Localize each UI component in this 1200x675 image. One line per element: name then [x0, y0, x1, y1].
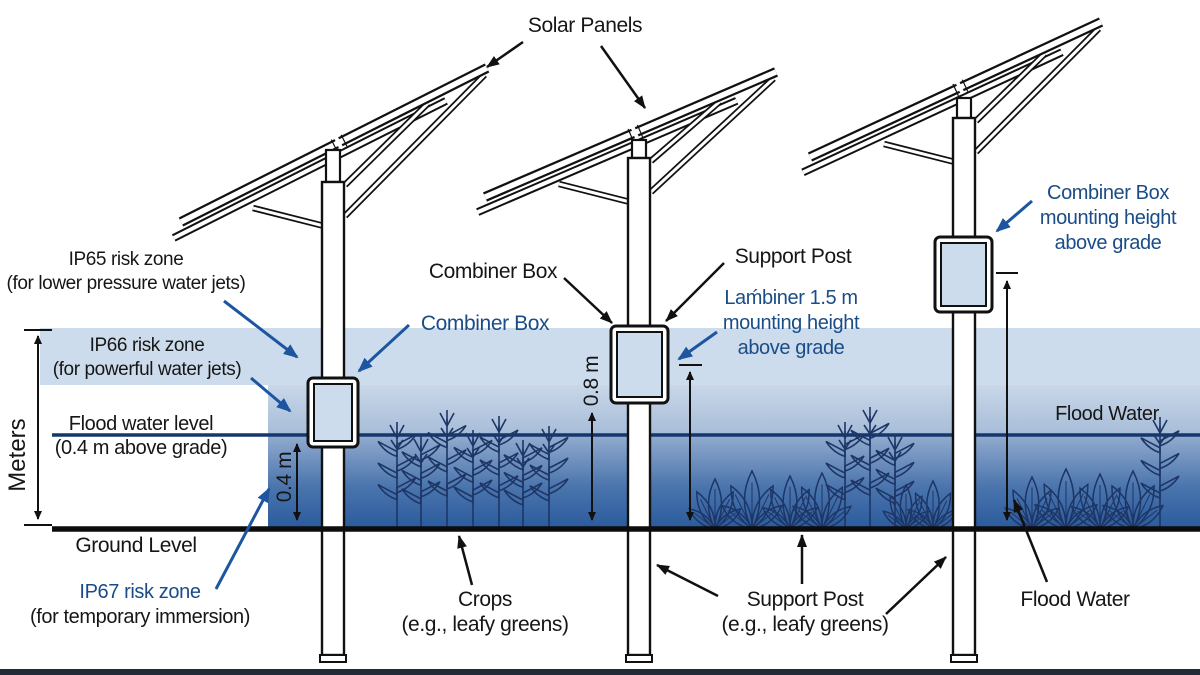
- support-post-top-label: Support Post: [734, 245, 852, 268]
- leafy-green-plant: [1070, 472, 1130, 531]
- crops-label: Crops (e.g., leafy greens): [383, 587, 587, 637]
- combiner-mounting-line2: mounting height: [1039, 207, 1177, 229]
- arrow-combiner-mid: [563, 277, 613, 324]
- post-neck: [955, 96, 973, 120]
- dimension-arrows: [24, 272, 1018, 526]
- post-base: [319, 654, 347, 663]
- combiner-mounting-line1: Combiner Box: [1047, 182, 1169, 204]
- corn-plant: [479, 416, 519, 529]
- combiner-box-inner: [313, 383, 353, 442]
- ground-level-label: Ground Level: [75, 534, 197, 557]
- corn-plant: [1140, 417, 1180, 529]
- leafy-green-plant: [720, 469, 784, 531]
- lambiner-label: Laḿbiner 1.5 m mounting height above gra…: [698, 286, 884, 361]
- ip66-line1: IP66 risk zone: [89, 335, 205, 356]
- leafy-green-plant: [687, 477, 743, 531]
- arrow-post3-bottom: [885, 556, 947, 615]
- lambiner-line3: above grade: [737, 337, 845, 359]
- arrow-solar-left: [486, 40, 524, 69]
- post-neck: [324, 148, 342, 184]
- combiner-box-left-label: Combiner Box: [420, 312, 550, 335]
- blue-callout-arrows: [214, 199, 1033, 590]
- flood-level-label: Flood water level (0.4 m above grade): [20, 412, 262, 460]
- corn-plant: [875, 434, 915, 529]
- solar-panels-label: Solar Panels: [527, 14, 643, 37]
- lambiner-line2: mounting height: [722, 312, 860, 334]
- support-post-bottom-label: Support Post (e.g., leafy greens): [703, 587, 907, 637]
- post-neck: [630, 138, 648, 160]
- ip65-line2: (for lower pressure water jets): [6, 273, 246, 294]
- arrow-combiner-mounting: [995, 199, 1033, 233]
- corn-plant: [427, 410, 467, 529]
- arrow-ip67: [214, 487, 271, 590]
- arrow-post2-bottom: [656, 563, 719, 598]
- support-post-bottom-line2: (e.g., leafy greens): [721, 613, 889, 636]
- leafy-green-plant: [761, 474, 819, 531]
- corn-plant: [503, 440, 543, 529]
- ip66-line2: (for powerful water jets): [52, 359, 242, 380]
- dim-08-label: 0.8 m: [580, 355, 603, 407]
- ip67-label: IP67 risk zone (for temporary immersion): [7, 580, 273, 630]
- combiner-box-mid-label: Combiner Box: [428, 260, 558, 283]
- combiner-mounting-label: Combiner Box mounting height above grade: [1015, 181, 1200, 256]
- arrow-ip65: [223, 299, 299, 359]
- ip65-line1: IP65 risk zone: [68, 249, 184, 270]
- flood-level-line2: (0.4 m above grade): [54, 437, 228, 459]
- combiner-box-inner: [940, 242, 987, 307]
- crops-line1: Crops: [457, 588, 513, 611]
- arrow-solar-mid: [599, 45, 647, 109]
- ip65-label: IP65 risk zone (for lower pressure water…: [0, 248, 252, 296]
- dim-04-label: 0.4 m: [273, 451, 296, 503]
- leafy-green-plant: [791, 471, 853, 531]
- structures-layer: [171, 17, 1104, 663]
- ip67-line2: (for temporary immersion): [29, 606, 251, 628]
- support-post: [951, 116, 977, 657]
- bottom-bar: [0, 669, 1200, 675]
- support-post-bottom-line1: Support Post: [746, 588, 864, 611]
- support-post: [626, 156, 652, 657]
- flood-water-bottom-label: Flood Water: [1020, 588, 1130, 611]
- leafy-green-plant: [1101, 469, 1165, 531]
- post-base: [950, 654, 978, 663]
- arrow-support-post-top: [665, 262, 725, 322]
- ip66-label: IP66 risk zone (for powerful water jets): [26, 334, 268, 382]
- ip67-line1: IP67 risk zone: [79, 581, 201, 603]
- flood-water-right-label: Flood Water: [1055, 403, 1159, 425]
- arrow-flood-bottom: [1012, 499, 1049, 583]
- crops-line2: (e.g., leafy greens): [401, 613, 569, 636]
- post-base: [625, 654, 653, 663]
- meters-axis-label: Meters: [4, 418, 31, 492]
- corn-plant: [529, 426, 569, 529]
- arrow-ip66: [250, 376, 292, 413]
- flood-level-line1: Flood water level: [68, 413, 214, 435]
- combiner-mounting-line3: above grade: [1054, 232, 1162, 254]
- arrow-combiner-left: [357, 323, 411, 373]
- combiner-box-inner: [616, 331, 663, 398]
- corn-plant: [850, 407, 890, 529]
- corn-plant: [453, 430, 493, 529]
- arrow-lambiner: [677, 330, 718, 361]
- lambiner-line1: Laḿbiner 1.5 m: [724, 287, 858, 309]
- pv-structure: [801, 17, 1104, 663]
- pv-structure: [171, 63, 490, 663]
- arrow-crops: [457, 535, 474, 586]
- black-callout-arrows: [457, 40, 1049, 615]
